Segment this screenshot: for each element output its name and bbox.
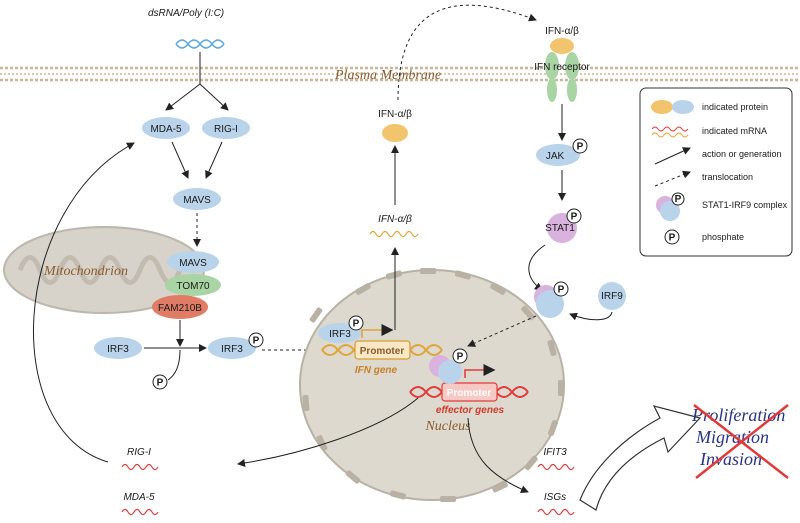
protein-ovals-icon	[651, 100, 694, 114]
phosphate-label: P	[157, 378, 164, 389]
phosphate-icon	[348, 315, 364, 331]
irf3-nuc-label: IRF3	[329, 329, 351, 340]
promoter-ifn-label: Promoter	[360, 346, 405, 357]
irf3-left-protein	[94, 337, 142, 359]
rigi-label: RIG-I	[214, 124, 238, 135]
mavs2-protein	[167, 251, 219, 273]
ifn-mrna-label: IFN-α/β	[378, 214, 412, 225]
mda5-mrna-wave	[121, 508, 159, 516]
stat1-irf9-complex	[534, 285, 564, 318]
phosphate-icon	[566, 208, 582, 224]
phosphate-icon	[572, 138, 588, 154]
phosphate-label: P	[353, 319, 360, 330]
ifit3-label: IFIT3	[543, 447, 567, 458]
ifn-protein-label: IFN-α/β	[378, 109, 412, 120]
tom70-protein	[165, 274, 221, 296]
irf3-mid-label: IRF3	[221, 344, 243, 355]
complex-icon	[656, 192, 685, 221]
tom70-label: TOM70	[176, 281, 210, 292]
migration-label: Migration	[695, 427, 769, 447]
ligand-label: dsRNA/Poly (I:C)	[148, 8, 224, 19]
mavs-label: MAVS	[183, 195, 211, 206]
arrow-to-mda5	[165, 83, 201, 111]
promoter-ifn	[354, 340, 411, 360]
phosphate-input-curve	[167, 349, 181, 381]
dsrna-helix-icon	[175, 39, 225, 49]
cross-out-icon	[693, 404, 789, 479]
arrow-rigi-mavs	[205, 141, 223, 179]
promoter-effector-label: Promoter	[447, 388, 492, 399]
irf9-protein	[598, 282, 626, 310]
legend-text-action: action or generation	[702, 149, 782, 159]
transcription-arrow-effector	[464, 364, 496, 378]
isgs-label: ISGs	[544, 492, 566, 503]
fam210b-label: FAM210B	[158, 303, 202, 314]
phosphate-icon	[452, 348, 468, 364]
dashed-arrow-icon	[654, 170, 691, 187]
phosphate-icon	[248, 332, 264, 348]
isgs-mrna-wave	[537, 508, 575, 516]
mda5-label: MDA-5	[150, 124, 182, 135]
phosphate-icon	[152, 374, 168, 390]
legend-phosphate-symbol: P	[669, 233, 676, 244]
ifn-receptor-label: IFN receptor	[534, 62, 590, 73]
ifn-gene-label: IFN gene	[355, 365, 398, 376]
nucleus	[299, 268, 565, 502]
irf3-mid-protein	[208, 337, 256, 359]
legend-text-phosphate: phosphate	[702, 232, 744, 242]
legend-text-protein: indicated protein	[702, 102, 768, 112]
arrow-mda5-mavs	[171, 141, 189, 179]
legend-phosphate-mini: P	[675, 194, 682, 205]
arrow-complex-to-nucleus	[467, 315, 537, 347]
ifn-receptor	[545, 52, 579, 102]
jak-protein	[536, 144, 580, 166]
legend-text-complex: STAT1-IRF9 complex	[702, 200, 788, 210]
membrane-label: Plasma Membrane	[334, 68, 441, 83]
irf3-left-label: IRF3	[107, 344, 129, 355]
rigi-protein	[202, 117, 250, 139]
stat1-irf9-complex-nuc	[429, 355, 462, 384]
mitochondrion-label: Mitochondrion	[43, 264, 128, 279]
arrow-irf9-complex	[569, 311, 613, 321]
outcome-arrow	[579, 405, 702, 511]
dna-helix-effector	[409, 386, 529, 398]
mavs-protein	[173, 188, 221, 210]
mrna-wave-icon	[651, 126, 689, 138]
phosphate-icon	[553, 281, 569, 297]
rigi-mrna-label: RIG-I	[127, 447, 151, 458]
stat1-label: STAT1	[545, 223, 575, 234]
mda5-protein	[142, 117, 190, 139]
ifn-mrna-wave	[369, 230, 419, 238]
legend-text-translocation: translocation	[702, 172, 753, 182]
arrow-nucleus-to-isgs	[467, 417, 529, 493]
mda5-mrna-label: MDA-5	[123, 492, 155, 503]
ifn-top-label: IFN-α/β	[545, 26, 579, 37]
phosphate-label: P	[558, 285, 565, 296]
phosphate-label: P	[457, 352, 464, 363]
mavs2-label: MAVS	[179, 258, 207, 269]
rigi-mrna-wave	[121, 463, 159, 471]
legend-text-mrna: indicated mRNA	[702, 126, 767, 136]
transcription-arrow-ifn	[361, 324, 394, 338]
arrow-nucleus-to-rigi-mrna	[237, 397, 419, 467]
jak-label: JAK	[546, 151, 565, 162]
promoter-effector	[441, 382, 498, 402]
fam210b-protein	[152, 295, 208, 319]
ifn-secretion-arrow	[397, 4, 537, 101]
phosphate-icon	[664, 229, 680, 245]
irf9-label: IRF9	[601, 291, 623, 302]
effector-genes-label: effector genes	[436, 405, 505, 416]
ifit3-mrna-wave	[537, 463, 575, 471]
ifn-bound-protein	[550, 38, 574, 54]
phosphate-label: P	[577, 142, 584, 153]
arrow-stat1-complex	[528, 244, 546, 291]
phosphate-label: P	[253, 336, 260, 347]
ifn-protein	[382, 124, 408, 142]
arrow-to-rigi	[199, 83, 229, 111]
phosphate-label: P	[571, 212, 578, 223]
nucleus-label: Nucleus	[424, 419, 471, 434]
solid-arrow-icon	[654, 147, 691, 165]
arrow-feedback-to-mda5	[32, 142, 135, 463]
